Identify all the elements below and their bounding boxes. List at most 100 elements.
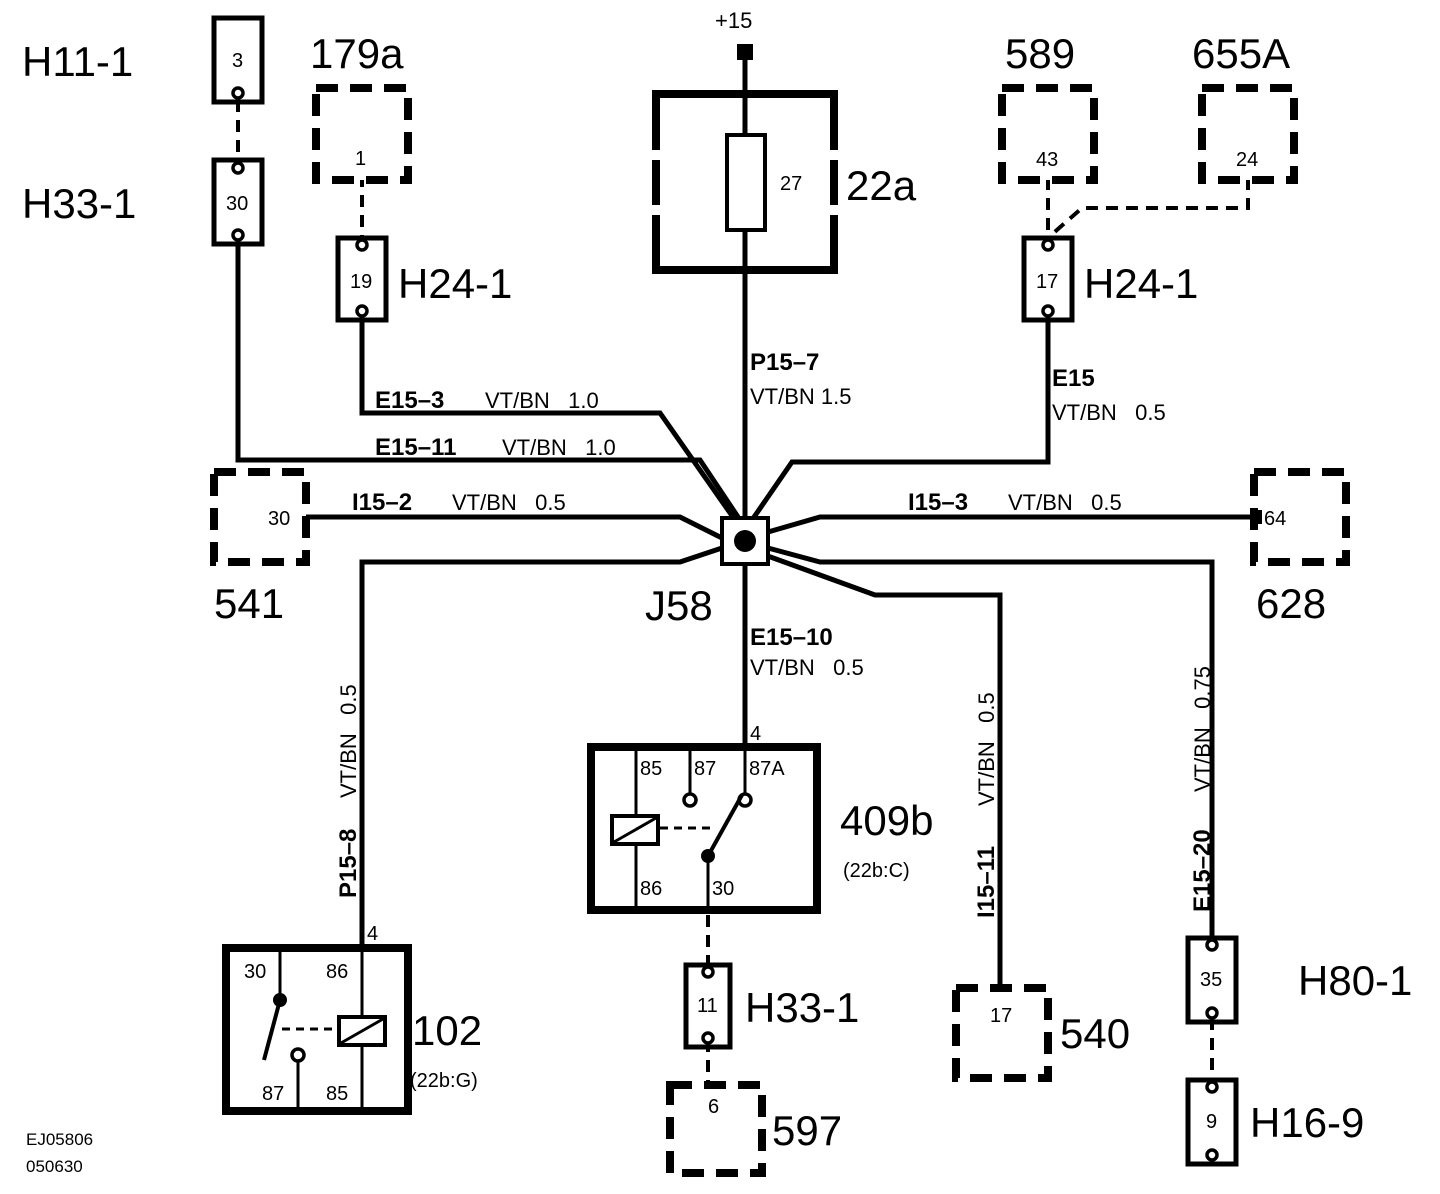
connector-name: H33-1 bbox=[22, 180, 136, 227]
wire-e15-20 bbox=[767, 545, 1215, 940]
wires bbox=[235, 55, 1258, 1088]
wire-code-i15-3: I15–3 bbox=[908, 489, 968, 516]
wire-i15-2 bbox=[305, 514, 724, 541]
wire-spec-p15-8: VT/BN 0.5 bbox=[336, 684, 361, 798]
connector-pin: 1 bbox=[355, 148, 366, 170]
relay-ref: (22b:C) bbox=[843, 860, 910, 882]
relay-pin: 86 bbox=[326, 961, 348, 983]
wire-code-p15-7: P15–7 bbox=[750, 349, 819, 376]
connector-pin: 9 bbox=[1206, 1111, 1217, 1133]
connector-h24-1-right: 17 H24-1 bbox=[1021, 235, 1198, 323]
connector-name: H24-1 bbox=[398, 260, 512, 307]
wire-code-e15: E15 bbox=[1052, 365, 1095, 392]
diagram-footer: EJ05806 050630 bbox=[26, 1130, 93, 1176]
wire-spec-e15-11: VT/BN 1.0 bbox=[502, 435, 616, 460]
connector-name: 589 bbox=[1005, 30, 1075, 77]
wire-code-e15-3: E15–3 bbox=[375, 387, 444, 414]
junction-j58: J58 bbox=[645, 516, 770, 629]
connector-h80-1: 35 H80-1 bbox=[1185, 935, 1412, 1025]
connector-h24-1-left: 19 H24-1 bbox=[335, 235, 512, 323]
connector-name: H24-1 bbox=[1084, 260, 1198, 307]
fuse-box-22a: 27 22a bbox=[651, 90, 917, 274]
relay-pin: 30 bbox=[712, 878, 734, 900]
footer-date: 050630 bbox=[26, 1157, 83, 1176]
connector-pin: 19 bbox=[350, 271, 372, 293]
relay-pin: 87 bbox=[694, 758, 716, 780]
connector-name: 541 bbox=[214, 580, 284, 627]
connector-name: 597 bbox=[772, 1107, 842, 1154]
connector-name: 179a bbox=[310, 30, 404, 77]
connector-540: 17 540 bbox=[952, 984, 1130, 1082]
connector-541: 30 541 bbox=[210, 468, 310, 627]
wire-code-e15-10: E15–10 bbox=[750, 624, 833, 651]
wire-code-e15-11: E15–11 bbox=[375, 434, 456, 461]
connector-name: 540 bbox=[1060, 1010, 1130, 1057]
wire-spec-i15-11: VT/BN 0.5 bbox=[974, 692, 999, 806]
wire-spec-e15-3: VT/BN 1.0 bbox=[485, 388, 599, 413]
wire-e15-11 bbox=[235, 243, 743, 522]
connector-pin: 17 bbox=[1036, 271, 1058, 293]
junction-label: J58 bbox=[645, 582, 713, 629]
wire-p15-8 bbox=[359, 545, 723, 948]
connector-179a: 1 179a bbox=[310, 30, 412, 184]
connector-h33-1-top: 30 H33-1 bbox=[22, 157, 265, 247]
wire-e15-3 bbox=[359, 315, 738, 522]
connector-pin: 30 bbox=[268, 508, 290, 530]
relay-input-pin: 4 bbox=[750, 723, 761, 745]
connector-655a: 24 655A bbox=[1192, 30, 1298, 184]
connector-pin: 24 bbox=[1236, 149, 1258, 171]
wire-spec-e15: VT/BN 0.5 bbox=[1052, 400, 1166, 425]
wire-code-i15-2: I15–2 bbox=[352, 489, 412, 516]
wire-code-e15-20: E15–20 bbox=[1189, 829, 1216, 912]
relay-pin: 86 bbox=[640, 878, 662, 900]
wire-e15 bbox=[749, 315, 1051, 522]
relay-pin: 87 bbox=[262, 1083, 284, 1105]
wire-spec-e15-20: VT/BN 0.75 bbox=[1190, 666, 1215, 792]
connector-pin: 11 bbox=[697, 995, 718, 1017]
supply-label: +15 bbox=[715, 8, 752, 33]
connector-pin: 43 bbox=[1036, 149, 1058, 171]
connector-name: H33-1 bbox=[745, 984, 859, 1031]
wire-code-p15-8: P15–8 bbox=[335, 829, 362, 898]
supply-terminal: +15 bbox=[715, 8, 753, 60]
connector-pin: 17 bbox=[990, 1005, 1012, 1027]
connector-pin: 6 bbox=[708, 1096, 719, 1118]
connector-h33-1-bottom: 11 H33-1 bbox=[683, 962, 859, 1050]
relay-ref: (22b:G) bbox=[410, 1070, 478, 1092]
fuse-pin: 27 bbox=[780, 173, 802, 195]
relay-id: 409b bbox=[840, 797, 933, 844]
connector-pin: 3 bbox=[232, 50, 243, 72]
connector-name: H16-9 bbox=[1250, 1099, 1364, 1146]
connector-h11-1: 3 H11-1 bbox=[22, 15, 265, 105]
wire-spec-e15-10: VT/BN 0.5 bbox=[750, 655, 864, 680]
dash-655a-h24 bbox=[1048, 178, 1250, 238]
connector-pin: 35 bbox=[1200, 969, 1222, 991]
fuse-element bbox=[725, 133, 767, 232]
wire-i15-3 bbox=[767, 514, 1258, 535]
wire-spec-i15-3: VT/BN 0.5 bbox=[1008, 490, 1122, 515]
relay-pin: 85 bbox=[640, 758, 662, 780]
relay-pin: 30 bbox=[244, 961, 266, 983]
connector-name: 628 bbox=[1256, 580, 1326, 627]
relay-pin: 87A bbox=[749, 758, 785, 780]
wire-code-i15-11: I15–11 bbox=[973, 846, 1000, 918]
connector-pin: 64 bbox=[1264, 508, 1286, 530]
connector-h16-9: 9 H16-9 bbox=[1185, 1077, 1364, 1167]
relay-id: 102 bbox=[412, 1007, 482, 1054]
connector-628: 64 628 bbox=[1250, 468, 1350, 627]
wire-labels: P15–7 VT/BN 1.5 E15–3 VT/BN 1.0 E15–11 V… bbox=[335, 349, 1216, 918]
relay-102: 4 30 86 87 85 102 (22b:G) bbox=[222, 923, 482, 1115]
wire-spec-i15-2: VT/BN 0.5 bbox=[452, 490, 566, 515]
relay-pin: 85 bbox=[326, 1083, 348, 1105]
connector-name: H80-1 bbox=[1298, 957, 1412, 1004]
connector-pin: 30 bbox=[226, 193, 248, 215]
relay-input-pin: 4 bbox=[367, 923, 378, 945]
relay-409b: 4 85 87 87A 86 30 409b (22b:C) bbox=[587, 723, 933, 914]
connector-name: 655A bbox=[1192, 30, 1290, 77]
fuse-id: 22a bbox=[846, 162, 917, 209]
wire-i15-11 bbox=[764, 552, 1003, 985]
footer-code: EJ05806 bbox=[26, 1130, 93, 1149]
wire-spec-p15-7: VT/BN 1.5 bbox=[750, 384, 851, 409]
connector-name: H11-1 bbox=[22, 38, 133, 85]
